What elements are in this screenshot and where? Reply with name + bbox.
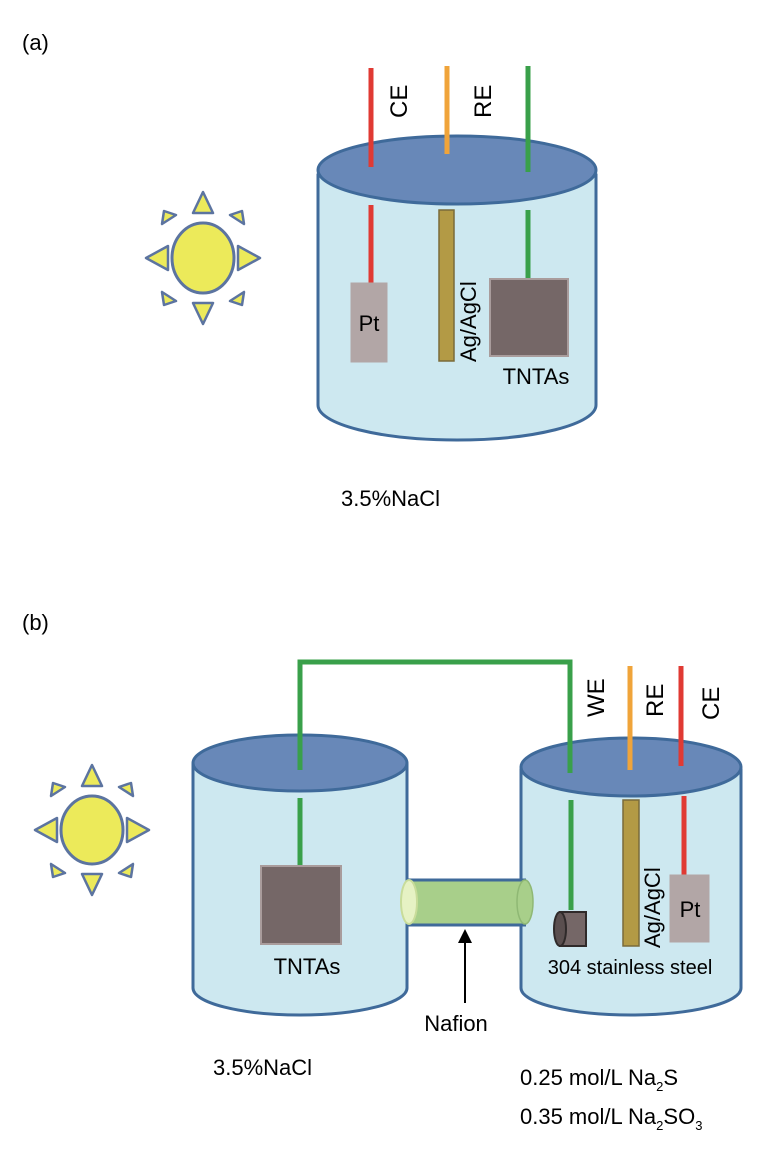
ag-agcl-label-a: Ag/AgCl (456, 281, 481, 362)
reference-electrode-a: Ag/AgCl (438, 66, 481, 362)
electrolyte-label-a: 3.5%NaCl (341, 486, 440, 511)
re-label-b: RE (642, 684, 669, 717)
ce-label-a: CE (386, 85, 413, 118)
nafion-arrow (458, 929, 472, 1003)
electrolyte-label-left: 3.5%NaCl (213, 1055, 312, 1080)
stainless-steel-label: 304 stainless steel (548, 957, 713, 979)
nafion-bridge (400, 878, 534, 927)
pt-plate-b (669, 874, 710, 943)
tntas-plate-b (260, 865, 342, 945)
ag-agcl-rod-a (438, 209, 455, 362)
ag-agcl-label-b: Ag/AgCl (640, 867, 665, 948)
tntas-label-a: TNTAs (503, 364, 570, 389)
pt-label-b: Pt (680, 897, 701, 922)
tntas-plate-a (489, 278, 569, 357)
ag-agcl-rod-b (622, 799, 640, 947)
panel-b-label: (b) (22, 610, 49, 635)
steel-sample (553, 911, 587, 947)
working-electrode-a: TNTAs (489, 66, 570, 389)
nafion-label: Nafion (424, 1011, 488, 1036)
re-label-a: RE (470, 85, 497, 118)
ce-label-b: CE (698, 687, 725, 720)
sun-icon (33, 763, 151, 897)
counter-electrode-a: Pt (350, 68, 388, 363)
we-label-b: WE (583, 678, 610, 717)
sun-icon (144, 190, 262, 326)
pt-plate-a (350, 282, 388, 363)
working-electrode-wire (297, 659, 574, 910)
pt-label-a: Pt (359, 311, 380, 336)
electrolyte-label-right-1: 0.25 mol/L Na2S (520, 1065, 678, 1094)
panel-a-label: (a) (22, 30, 49, 55)
tntas-label-b: TNTAs (274, 954, 341, 979)
electrolyte-label-right-2: 0.35 mol/L Na2SO3 (520, 1104, 702, 1133)
